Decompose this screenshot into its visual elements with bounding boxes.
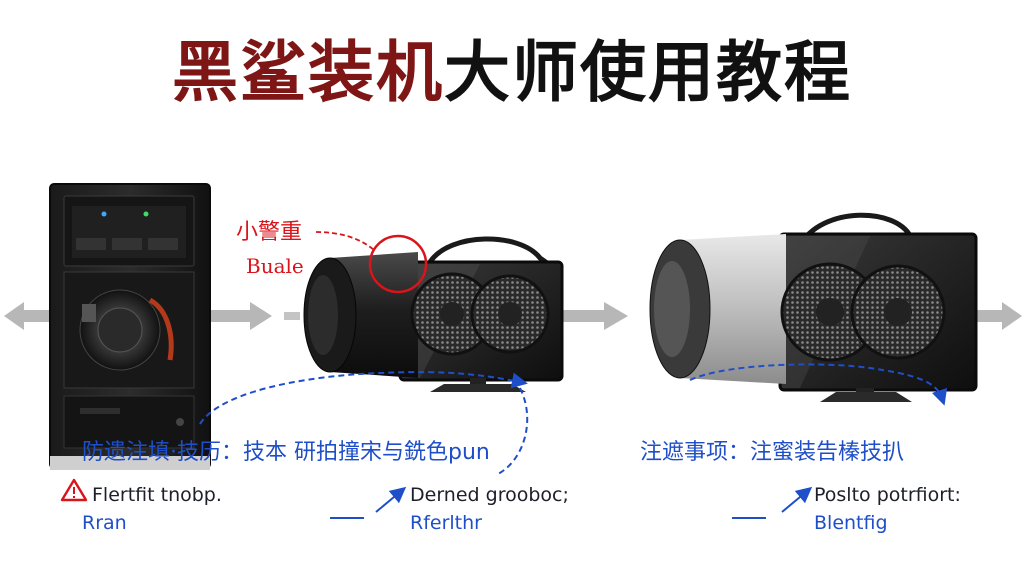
blue-curve-right: [689, 363, 948, 406]
grey-arrows: [4, 302, 1022, 330]
grey-arrow-center: [562, 302, 628, 330]
blue-pointer-arrows: [330, 486, 813, 519]
grey-arrow-left: [4, 302, 58, 330]
light-drum-device: [649, 212, 978, 402]
blue-dashed-curves: [199, 363, 948, 475]
blue-curve-mid: [497, 387, 529, 475]
page-title: 黑鲨装机大师使用教程: [0, 28, 1024, 118]
note-left-line1: Flertfit tnobp.: [92, 484, 222, 506]
grey-arrow-right: [975, 302, 1022, 330]
callout-en: Buale: [246, 254, 304, 278]
dark-drum-device: [303, 236, 564, 392]
red-callout: [315, 231, 428, 294]
pc-tower: [49, 183, 211, 470]
caption-right: 注遮事项：注蜜装告榛技扒: [640, 440, 905, 465]
note-left-line2: Rran: [82, 512, 127, 534]
note-right-line1: Poslto potrfiort:: [814, 484, 961, 506]
note-right-line2: Blentfig: [814, 512, 888, 534]
blue-pointer-mid: [375, 486, 407, 513]
callout-cn: 小警重: [236, 220, 303, 245]
title-part-dark: 大师使用教程: [444, 34, 852, 111]
note-middle-line1: Derned grooboc;: [410, 484, 569, 506]
caption-left: 防遗注填·技历：技本 研拍撞宋与銑色pun: [82, 440, 490, 465]
blue-curve-left: [199, 371, 528, 425]
note-middle-line2: Rferlthr: [410, 512, 482, 534]
grey-arrow-stub: [284, 312, 300, 320]
blue-pointer-right: [781, 486, 813, 513]
grey-arrow-mid-left: [210, 302, 272, 330]
title-part-red: 黑鲨装机: [172, 34, 444, 111]
warning-triangle-icon: [60, 478, 88, 502]
